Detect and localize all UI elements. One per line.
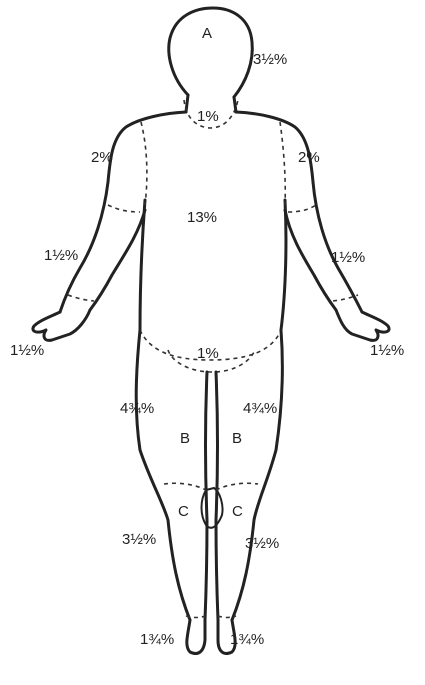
left-wrist-divider [68,295,94,301]
label-upper-arm-left: 2% [91,149,113,166]
label-leg-left-pct: 3½% [122,531,156,548]
left-ankle-divider [186,616,205,618]
right-arm-outer-outline [313,182,362,312]
right-arm-inner-outline [285,210,336,310]
label-leg-right-pct: 3½% [245,535,279,552]
label-thigh-left-letter: B [180,430,190,447]
label-upper-arm-right: 2% [298,149,320,166]
right-shoulder-outline [236,112,313,182]
right-leg-inner-outline [216,372,218,620]
label-thigh-left-pct: 4¾% [120,400,154,417]
torso-right-outline [281,200,286,330]
left-leg-inner-outline [205,372,207,620]
left-knee-divider [164,483,206,490]
label-leg-left-letter: C [178,503,189,520]
left-foot-outline [187,620,205,654]
right-armpit-divider [280,122,285,205]
label-head-pct: 3½% [253,51,287,68]
label-forearm-left: 1½% [44,247,78,264]
left-hand-outline [33,310,90,340]
label-leg-right-letter: C [232,503,243,520]
label-hand-left: 1½% [10,342,44,359]
label-trunk: 13% [187,209,217,226]
label-neck: 1% [197,108,219,125]
label-genitals: 1% [197,345,219,362]
label-head-letter: A [202,25,212,42]
left-elbow-divider [108,205,140,212]
label-hand-right: 1½% [370,342,404,359]
left-leg-outer-outline [136,330,190,620]
label-foot-right: 1¾% [230,631,264,648]
right-elbow-divider [288,205,316,212]
right-hand-outline [336,310,389,340]
label-thigh-right-pct: 4¾% [243,400,277,417]
label-forearm-right: 1½% [331,249,365,266]
head-outline [169,8,253,97]
left-armpit-divider [141,122,147,205]
label-foot-left: 1¾% [140,631,174,648]
right-knee-divider [216,483,258,490]
knee-oval [202,488,223,528]
label-thigh-right-letter: B [232,430,242,447]
right-leg-outer-outline [232,330,282,620]
